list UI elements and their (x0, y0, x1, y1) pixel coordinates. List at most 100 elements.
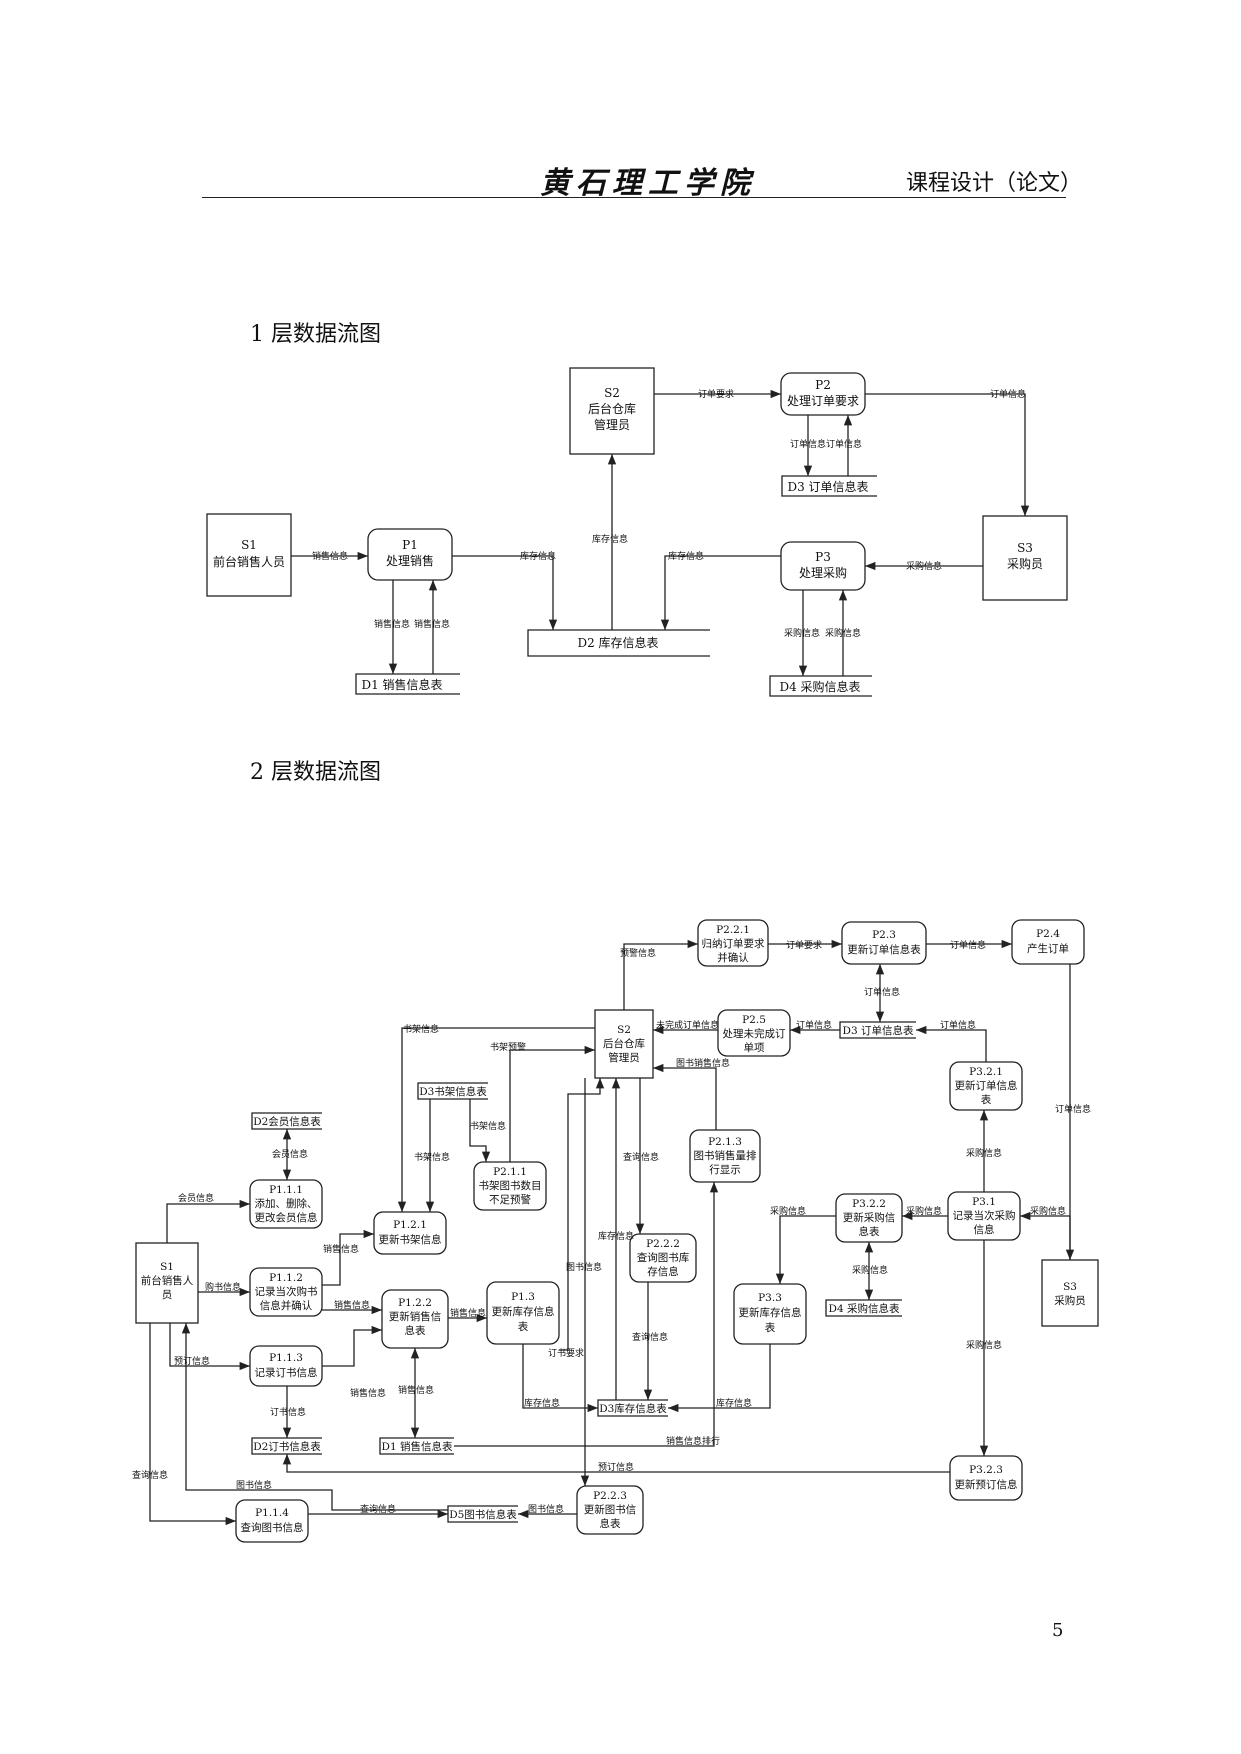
svg-text:订单信息: 订单信息 (950, 939, 986, 951)
svg-text:采购信息: 采购信息 (770, 1205, 806, 1217)
l2-d1-store: D1 销售信息表 (379, 1437, 454, 1455)
svg-text:更新销售信: 更新销售信 (389, 1310, 442, 1323)
svg-text:D4 采购信息表: D4 采购信息表 (779, 679, 860, 694)
svg-text:处理未完成订: 处理未完成订 (723, 1027, 786, 1040)
l2-d3-stock-store: D3库存信息表 (597, 1399, 668, 1417)
svg-text:P3.3: P3.3 (758, 1292, 782, 1304)
svg-text:D3 订单信息表: D3 订单信息表 (843, 1024, 914, 1037)
svg-text:P2.2.3: P2.2.3 (593, 1490, 627, 1502)
svg-text:更新预订信息: 更新预订信息 (955, 1478, 1018, 1491)
l1-d2-store: D2 库存信息表 (527, 629, 710, 657)
svg-text:采购信息: 采购信息 (852, 1264, 888, 1276)
svg-text:行显示: 行显示 (709, 1163, 741, 1176)
svg-text:表: 表 (765, 1321, 776, 1334)
svg-text:更新库存信息: 更新库存信息 (492, 1305, 555, 1318)
svg-text:图书信息: 图书信息 (236, 1479, 272, 1491)
l2-p323-process: P3.2.3 更新预订信息 (949, 1455, 1023, 1501)
l2-p213-process: P2.1.3 图书销售量排 行显示 (689, 1129, 761, 1183)
page-number: 5 (1052, 1620, 1064, 1641)
svg-text:D3书架信息表: D3书架信息表 (419, 1085, 487, 1098)
svg-text:P3.1: P3.1 (972, 1196, 996, 1208)
svg-text:P2.1.3: P2.1.3 (708, 1136, 742, 1148)
l2-p112-process: P1.1.2 记录当次购书 信息并确认 (249, 1267, 323, 1317)
svg-text:D2 库存信息表: D2 库存信息表 (577, 635, 658, 650)
svg-text:D1 销售信息表: D1 销售信息表 (361, 677, 442, 692)
l2-p13-process: P1.3 更新库存信息 表 (486, 1281, 560, 1345)
svg-text:P1.1.3: P1.1.3 (269, 1352, 303, 1364)
svg-text:采购员: 采购员 (1054, 1294, 1086, 1307)
svg-text:表: 表 (518, 1320, 529, 1333)
svg-text:D3库存信息表: D3库存信息表 (599, 1402, 667, 1415)
svg-text:购书信息: 购书信息 (205, 1281, 241, 1293)
svg-text:后台仓库: 后台仓库 (588, 401, 636, 416)
l2-p321-process: P3.2.1 更新订单信息 表 (949, 1061, 1023, 1111)
svg-text:订单信息: 订单信息 (990, 388, 1026, 400)
svg-text:记录当次购书: 记录当次购书 (255, 1285, 318, 1298)
l2-p121-process: P1.2.1 更新书架信息 (373, 1211, 447, 1255)
level2-diagram: S1 前台销售人 员 S2 后台仓库 管理员 S3 采购员 P1.1.1 添加、… (132, 919, 1099, 1543)
svg-text:销售信息: 销售信息 (350, 1387, 386, 1399)
l2-p223-process: P2.2.3 更新图书信 息表 (576, 1485, 644, 1535)
svg-text:销售信息排行: 销售信息排行 (666, 1435, 720, 1447)
svg-text:更新订单信息表: 更新订单信息表 (847, 943, 921, 956)
svg-text:书架信息: 书架信息 (403, 1023, 439, 1035)
l2-p113-process: P1.1.3 记录订书信息 (249, 1345, 323, 1387)
svg-text:订书信息: 订书信息 (270, 1406, 306, 1418)
svg-text:不足预警: 不足预警 (489, 1193, 531, 1206)
svg-text:处理销售: 处理销售 (386, 553, 434, 568)
svg-text:D2订书信息表: D2订书信息表 (253, 1440, 321, 1453)
svg-text:信息并确认: 信息并确认 (260, 1299, 313, 1312)
svg-text:处理采购: 处理采购 (799, 565, 847, 580)
svg-text:订单信息: 订单信息 (796, 1019, 832, 1031)
svg-text:更新库存信息: 更新库存信息 (739, 1306, 802, 1319)
svg-text:更改会员信息: 更改会员信息 (255, 1211, 318, 1224)
svg-text:采购员: 采购员 (1007, 556, 1043, 571)
section2-title: 2 层数据流图 (250, 760, 381, 785)
svg-text:S2: S2 (617, 1024, 631, 1036)
svg-text:图书信息: 图书信息 (528, 1503, 564, 1515)
svg-text:订单信息: 订单信息 (826, 438, 862, 450)
svg-text:D2会员信息表: D2会员信息表 (253, 1115, 321, 1128)
svg-text:P2.5: P2.5 (742, 1014, 766, 1026)
svg-text:员: 员 (162, 1289, 173, 1301)
svg-text:S2: S2 (604, 386, 620, 400)
l2-p23-process: P2.3 更新订单信息表 (841, 921, 927, 965)
svg-text:D3 订单信息表: D3 订单信息表 (787, 479, 868, 494)
l2-d2-member-store: D2会员信息表 (251, 1112, 322, 1130)
svg-text:D1 销售信息表: D1 销售信息表 (382, 1440, 453, 1453)
l1-d1-store: D1 销售信息表 (355, 673, 460, 695)
svg-text:采购信息: 采购信息 (784, 627, 820, 639)
l2-p222-process: P2.2.2 查询图书库 存信息 (629, 1233, 697, 1283)
svg-text:订书要求: 订书要求 (548, 1347, 584, 1359)
l2-p122-process: P1.2.2 更新销售信 息表 (381, 1289, 449, 1349)
svg-text:查询信息: 查询信息 (132, 1469, 168, 1481)
svg-text:销售信息: 销售信息 (334, 1299, 370, 1311)
svg-text:库存信息: 库存信息 (524, 1397, 560, 1409)
l1-p3-process: P3 处理采购 (780, 541, 866, 591)
svg-text:息表: 息表 (859, 1225, 880, 1238)
svg-text:并确认: 并确认 (717, 951, 749, 964)
l2-d5-store: D5图书信息表 (447, 1505, 518, 1523)
document-type: 课程设计（论文） (906, 171, 1083, 196)
svg-text:P3.2.2: P3.2.2 (852, 1198, 886, 1210)
svg-text:书架图书数目: 书架图书数目 (479, 1179, 542, 1192)
l1-s3-entity: S3 采购员 (982, 515, 1068, 601)
svg-text:单项: 单项 (744, 1042, 765, 1054)
svg-text:会员信息: 会员信息 (272, 1148, 308, 1160)
svg-text:查询信息: 查询信息 (623, 1151, 659, 1163)
svg-text:采购信息: 采购信息 (966, 1339, 1002, 1351)
svg-text:订单要求: 订单要求 (786, 939, 822, 951)
svg-text:P2.3: P2.3 (872, 929, 896, 941)
svg-text:库存信息: 库存信息 (520, 550, 556, 562)
svg-text:S3: S3 (1017, 541, 1033, 555)
svg-text:存信息: 存信息 (647, 1265, 679, 1278)
svg-text:订单信息: 订单信息 (790, 438, 826, 450)
svg-text:信息: 信息 (974, 1223, 995, 1236)
l2-s1-entity: S1 前台销售人 员 (135, 1242, 199, 1324)
l1-p2-process: P2 处理订单要求 (780, 372, 866, 416)
svg-text:图书销售量排: 图书销售量排 (694, 1149, 757, 1162)
l1-s1-entity: S1 前台销售人员 (206, 513, 292, 597)
svg-text:P1.1.2: P1.1.2 (269, 1272, 303, 1284)
svg-text:P1.1.1: P1.1.1 (269, 1184, 303, 1196)
svg-text:销售信息: 销售信息 (312, 550, 348, 562)
